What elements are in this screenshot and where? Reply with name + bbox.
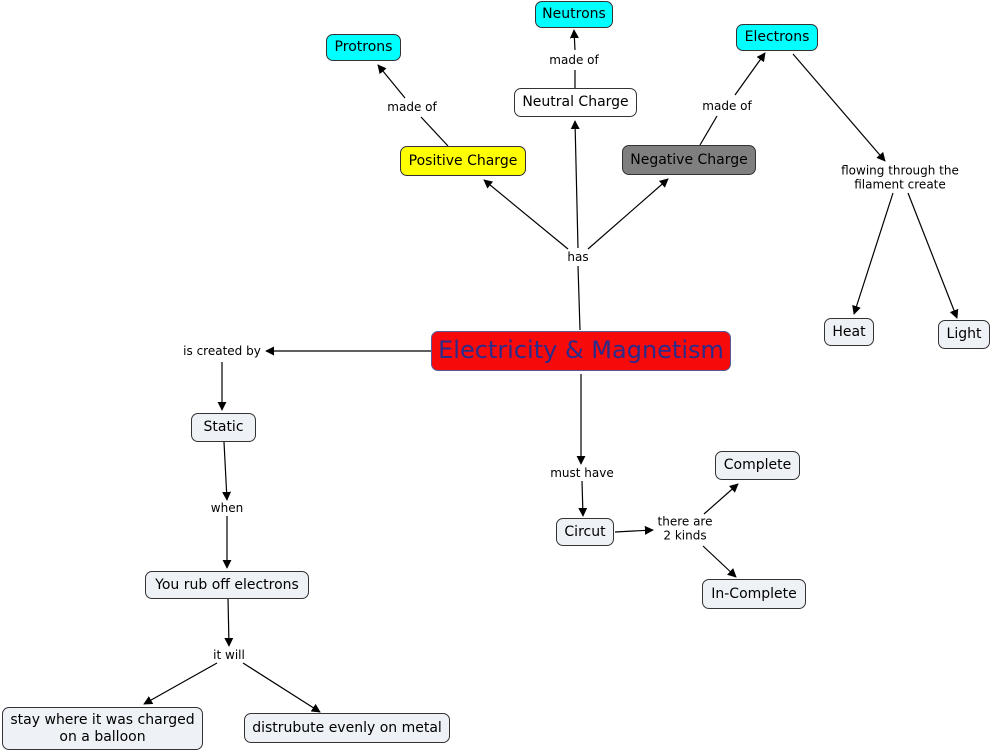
- concept-negative-charge[interactable]: Negative Charge: [622, 145, 756, 175]
- link-has: has: [565, 249, 591, 265]
- connector-musthave-circuit: [578, 480, 588, 517]
- connector-main-has: [577, 265, 581, 331]
- connector-negative-madeof: [699, 115, 718, 146]
- link-made-of-protrons: made of: [385, 99, 439, 115]
- connector-has-negative: [587, 178, 669, 250]
- concept-in-complete[interactable]: In-Complete: [702, 579, 806, 609]
- concept-neutral-charge[interactable]: Neutral Charge: [514, 88, 637, 117]
- connector-madeof-electrons: [734, 52, 766, 96]
- connector-has-positive: [483, 179, 569, 250]
- connector-itwill-stay: [143, 662, 218, 705]
- stay-line2: on a balloon: [59, 728, 146, 745]
- connector-static-when: [222, 441, 232, 501]
- link-flowing: flowing through the filament create: [839, 163, 961, 193]
- connector-kinds-complete: [703, 483, 739, 515]
- link-made-of-electrons: made of: [700, 98, 754, 114]
- connector-positive-madeof: [420, 116, 449, 147]
- link-must-have: must have: [548, 465, 616, 481]
- connector-has-neutral: [570, 120, 580, 249]
- concept-neutrons[interactable]: Neutrons: [535, 1, 613, 28]
- connector-flowing-light: [907, 192, 959, 319]
- link-is-created-by: is created by: [181, 343, 263, 359]
- concept-static[interactable]: Static: [191, 413, 256, 442]
- link-there-are-2-kinds: there are 2 kinds: [655, 514, 715, 544]
- link-flowing-line1: flowing through the: [841, 163, 959, 178]
- concept-circuit[interactable]: Circut: [556, 518, 614, 546]
- stay-line1: stay where it was charged: [10, 712, 195, 729]
- link-made-of-neutrons: made of: [547, 52, 601, 68]
- link-flowing-line2: filament create: [854, 178, 946, 192]
- link-kinds-line2: 2 kinds: [663, 529, 707, 543]
- connector-circuit-kinds: [614, 525, 654, 535]
- concept-complete[interactable]: Complete: [715, 451, 800, 480]
- concept-stay-where-charged[interactable]: stay where it was charged on a balloon: [2, 707, 203, 750]
- concept-you-rub-off-electrons[interactable]: You rub off electrons: [145, 571, 309, 599]
- concept-distribute-evenly[interactable]: distrubute evenly on metal: [244, 713, 450, 743]
- concept-heat[interactable]: Heat: [824, 318, 874, 346]
- connector-itwill-distribute: [242, 662, 321, 713]
- connector-madeof-neutrons: [569, 29, 579, 51]
- connector-flowing-heat: [852, 192, 894, 315]
- concept-protrons[interactable]: Protrons: [326, 34, 401, 61]
- link-kinds-line1: there are: [657, 514, 713, 529]
- concept-positive-charge[interactable]: Positive Charge: [400, 146, 526, 176]
- concept-electrons[interactable]: Electrons: [736, 24, 818, 51]
- concept-light[interactable]: Light: [938, 320, 990, 349]
- connector-electrons-flowing: [792, 53, 886, 162]
- link-it-will: it will: [211, 647, 247, 663]
- connector-kinds-incomplete: [702, 545, 737, 578]
- link-when: when: [208, 500, 246, 516]
- connector-madeof-protrons: [377, 64, 406, 99]
- connector-rub-itwill: [224, 597, 234, 647]
- concept-electricity-magnetism[interactable]: Electricity & Magnetism: [431, 331, 731, 371]
